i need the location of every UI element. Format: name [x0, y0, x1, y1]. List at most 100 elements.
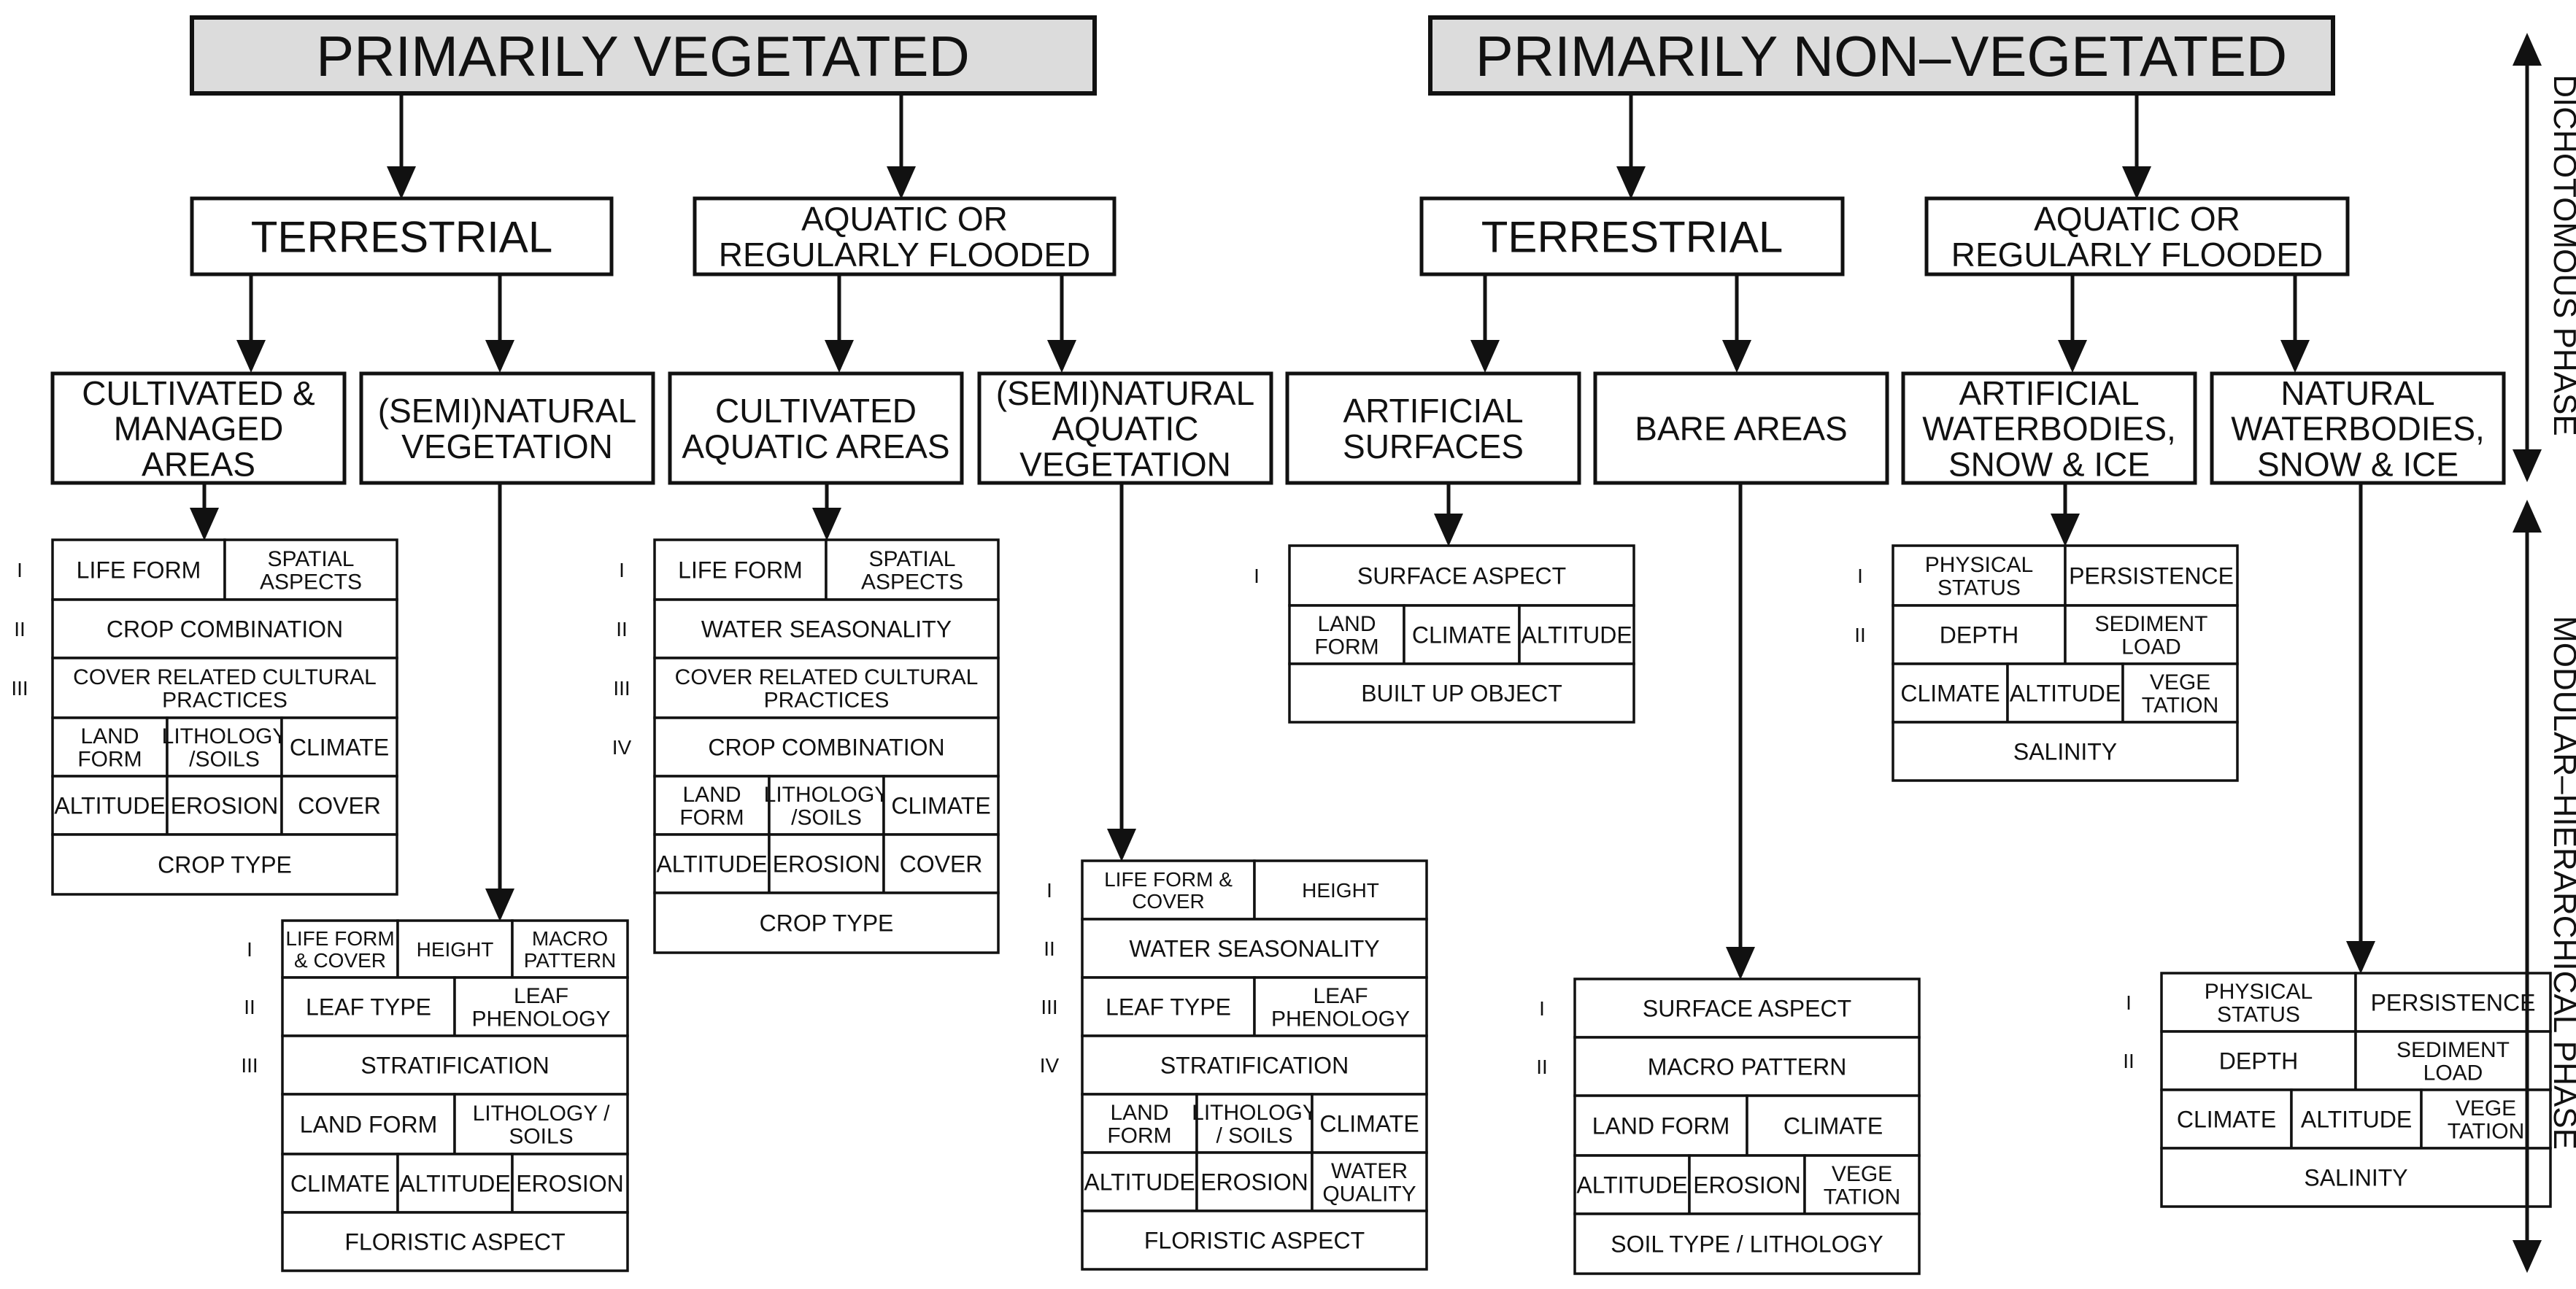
table-b16-level-1: II: [1536, 1056, 1548, 1078]
table-a23-lithology_soils-line: LITHOLOGY: [764, 783, 890, 807]
table-b28-persistence: PERSISTENCE: [2371, 990, 2536, 1016]
table-a12-land_form: LAND FORM: [300, 1112, 437, 1138]
table-a11-cell-spatial_aspects: [223, 538, 398, 601]
table-b15-altitude-line: ALTITUDE: [1521, 622, 1632, 649]
table-a12-lithology_soils-line: LITHOLOGY /: [473, 1102, 611, 1126]
table-a24-life_form_cover: LIFE FORM &COVER: [1104, 868, 1233, 913]
table-a12-leaf_type-line: LEAF TYPE: [306, 994, 431, 1021]
table-a12-leaf_type: LEAF TYPE: [306, 994, 431, 1021]
table-a11-level-1-line: II: [14, 618, 26, 640]
table-a11-level-0-line: I: [17, 559, 23, 581]
table-a12-climate: CLIMATE: [290, 1171, 390, 1197]
table-b15-land_form-line: LAND: [1317, 612, 1376, 636]
table-b16-level-1-line: II: [1536, 1056, 1548, 1078]
table-b27-vegetation-line: VEGE: [2150, 670, 2210, 694]
table-a23-crop_type: CROP TYPE: [760, 910, 894, 937]
table-a24-lithology_soils-line: / SOILS: [1216, 1124, 1292, 1148]
table-b28-level-1: II: [2123, 1050, 2135, 1072]
table-a24-floristic_aspect-line: FLORISTIC ASPECT: [1144, 1228, 1365, 1254]
table-b27-sediment_load-line: SEDIMENT: [2094, 612, 2207, 636]
table-a11-lithology_soils-line: /SOILS: [189, 748, 260, 772]
table-a11-cell-life_form: [51, 538, 226, 601]
table-a11-crop_combination-line: CROP COMBINATION: [107, 616, 343, 643]
table-a24-leaf_type: LEAF TYPE: [1106, 994, 1231, 1021]
class-b27-label-line: SNOW & ICE: [1948, 445, 2150, 483]
table-b27-cell-depth: [1891, 604, 2067, 665]
table-b27-climate-line: CLIMATE: [1900, 681, 2000, 707]
modular-hierarchical-phase-label: MODULAR–HIERARCHICAL PHASE: [2547, 616, 2576, 1150]
table-a24-leaf_phenology-line: LEAF: [1313, 984, 1368, 1008]
table-a12-level-1-line: II: [244, 996, 255, 1018]
class-a11-label-line: MANAGED: [114, 410, 284, 448]
table-b16-erosion: EROSION: [1693, 1172, 1801, 1199]
table-b28-salinity: SALINITY: [2304, 1165, 2407, 1191]
table-b16-climate: CLIMATE: [1783, 1113, 1883, 1139]
table-a23-level-3: IV: [612, 736, 632, 759]
primarily-vegetated-title-line: PRIMARILY VEGETATED: [316, 24, 970, 88]
table-a23-cell-cover_related: [653, 657, 1000, 719]
table-a12-altitude: ALTITUDE: [399, 1171, 510, 1197]
table-b28-physical_status-line: PHYSICAL: [2205, 980, 2313, 1004]
primarily-vegetated-box: [190, 15, 1097, 96]
table-a23-level-0: I: [619, 559, 625, 581]
table-a23-life_form-line: LIFE FORM: [678, 557, 803, 584]
table-a11-land_form-line: FORM: [77, 748, 142, 772]
table-a12-altitude-line: ALTITUDE: [399, 1171, 510, 1197]
table-a12-climate-line: CLIMATE: [290, 1171, 390, 1197]
table-a11-cover: COVER: [298, 793, 381, 819]
table-b27-persistence-line: PERSISTENCE: [2069, 563, 2234, 589]
class-a23-box: [668, 371, 964, 485]
table-a24-life_form_cover-line: COVER: [1132, 890, 1205, 913]
table-a24-land_form-line: FORM: [1107, 1124, 1171, 1148]
table-a24-cell-stratification: [1081, 1034, 1428, 1096]
table-a23-crop_combination: CROP COMBINATION: [708, 735, 944, 761]
table-a11-cell-erosion: [166, 775, 283, 836]
table-a12-stratification-line: STRATIFICATION: [360, 1053, 549, 1079]
table-a23-level-2: III: [613, 677, 630, 700]
table-a11-level-1: II: [14, 618, 26, 640]
class-a12-box: [359, 371, 655, 485]
table-a24-cell-floristic_aspect: [1081, 1209, 1428, 1271]
table-a23-cover_related-line: PRACTICES: [764, 689, 890, 713]
table-a24-level-2-line: III: [1041, 996, 1057, 1018]
table-a24-level-3: IV: [1040, 1054, 1060, 1077]
table-b16-cell-macro_pattern: [1573, 1036, 1921, 1097]
class-b28-label-line: NATURAL: [2280, 374, 2434, 412]
table-a12-floristic_aspect-line: FLORISTIC ASPECT: [344, 1229, 565, 1255]
table-a24-lithology_soils-line: LITHOLOGY: [1192, 1101, 1317, 1125]
table-a23-cell-climate: [882, 775, 1000, 836]
table-a11-altitude: ALTITUDE: [54, 793, 165, 819]
table-a23-spatial_aspects-line: SPATIAL: [869, 547, 956, 571]
class-b27-box: [1901, 371, 2197, 485]
table-a11-crop_type: CROP TYPE: [158, 852, 292, 878]
table-b15-built_up_object-line: BUILT UP OBJECT: [1361, 681, 1562, 707]
table-a23-water_seasonality-line: WATER SEASONALITY: [701, 616, 952, 643]
table-b16-cell-soil_type: [1573, 1212, 1921, 1275]
veg-terrestrial-label: TERRESTRIAL: [251, 213, 552, 262]
table-a24-climate-line: CLIMATE: [1319, 1111, 1419, 1137]
table-b27-level-0: I: [1857, 565, 1863, 587]
class-a12-label-line: VEGETATION: [401, 427, 613, 465]
table-a23-cell-erosion: [768, 833, 885, 894]
table-a12-life_form_cover-line: LIFE FORM: [285, 927, 394, 950]
nonveg-terrestrial-box: [1419, 196, 1845, 276]
table-a24-climate: CLIMATE: [1319, 1111, 1419, 1137]
class-b27-label-line: ARTIFICIAL: [1959, 374, 2139, 412]
table-b28-vegetation-line: VEGE: [2456, 1096, 2516, 1120]
table-a12-lithology_soils: LITHOLOGY /SOILS: [473, 1102, 611, 1149]
table-b28-cell-altitude: [2290, 1088, 2423, 1150]
table-a11-lithology_soils-line: LITHOLOGY: [162, 724, 288, 748]
table-a23-erosion-line: EROSION: [773, 851, 881, 878]
table-a11-climate-line: CLIMATE: [290, 735, 389, 761]
table-b27-persistence: PERSISTENCE: [2069, 563, 2234, 589]
table-a12-cell-erosion: [511, 1153, 629, 1214]
table-b28-cell-physical_status: [2160, 972, 2357, 1033]
table-a23-cell-water_seasonality: [653, 598, 1000, 659]
